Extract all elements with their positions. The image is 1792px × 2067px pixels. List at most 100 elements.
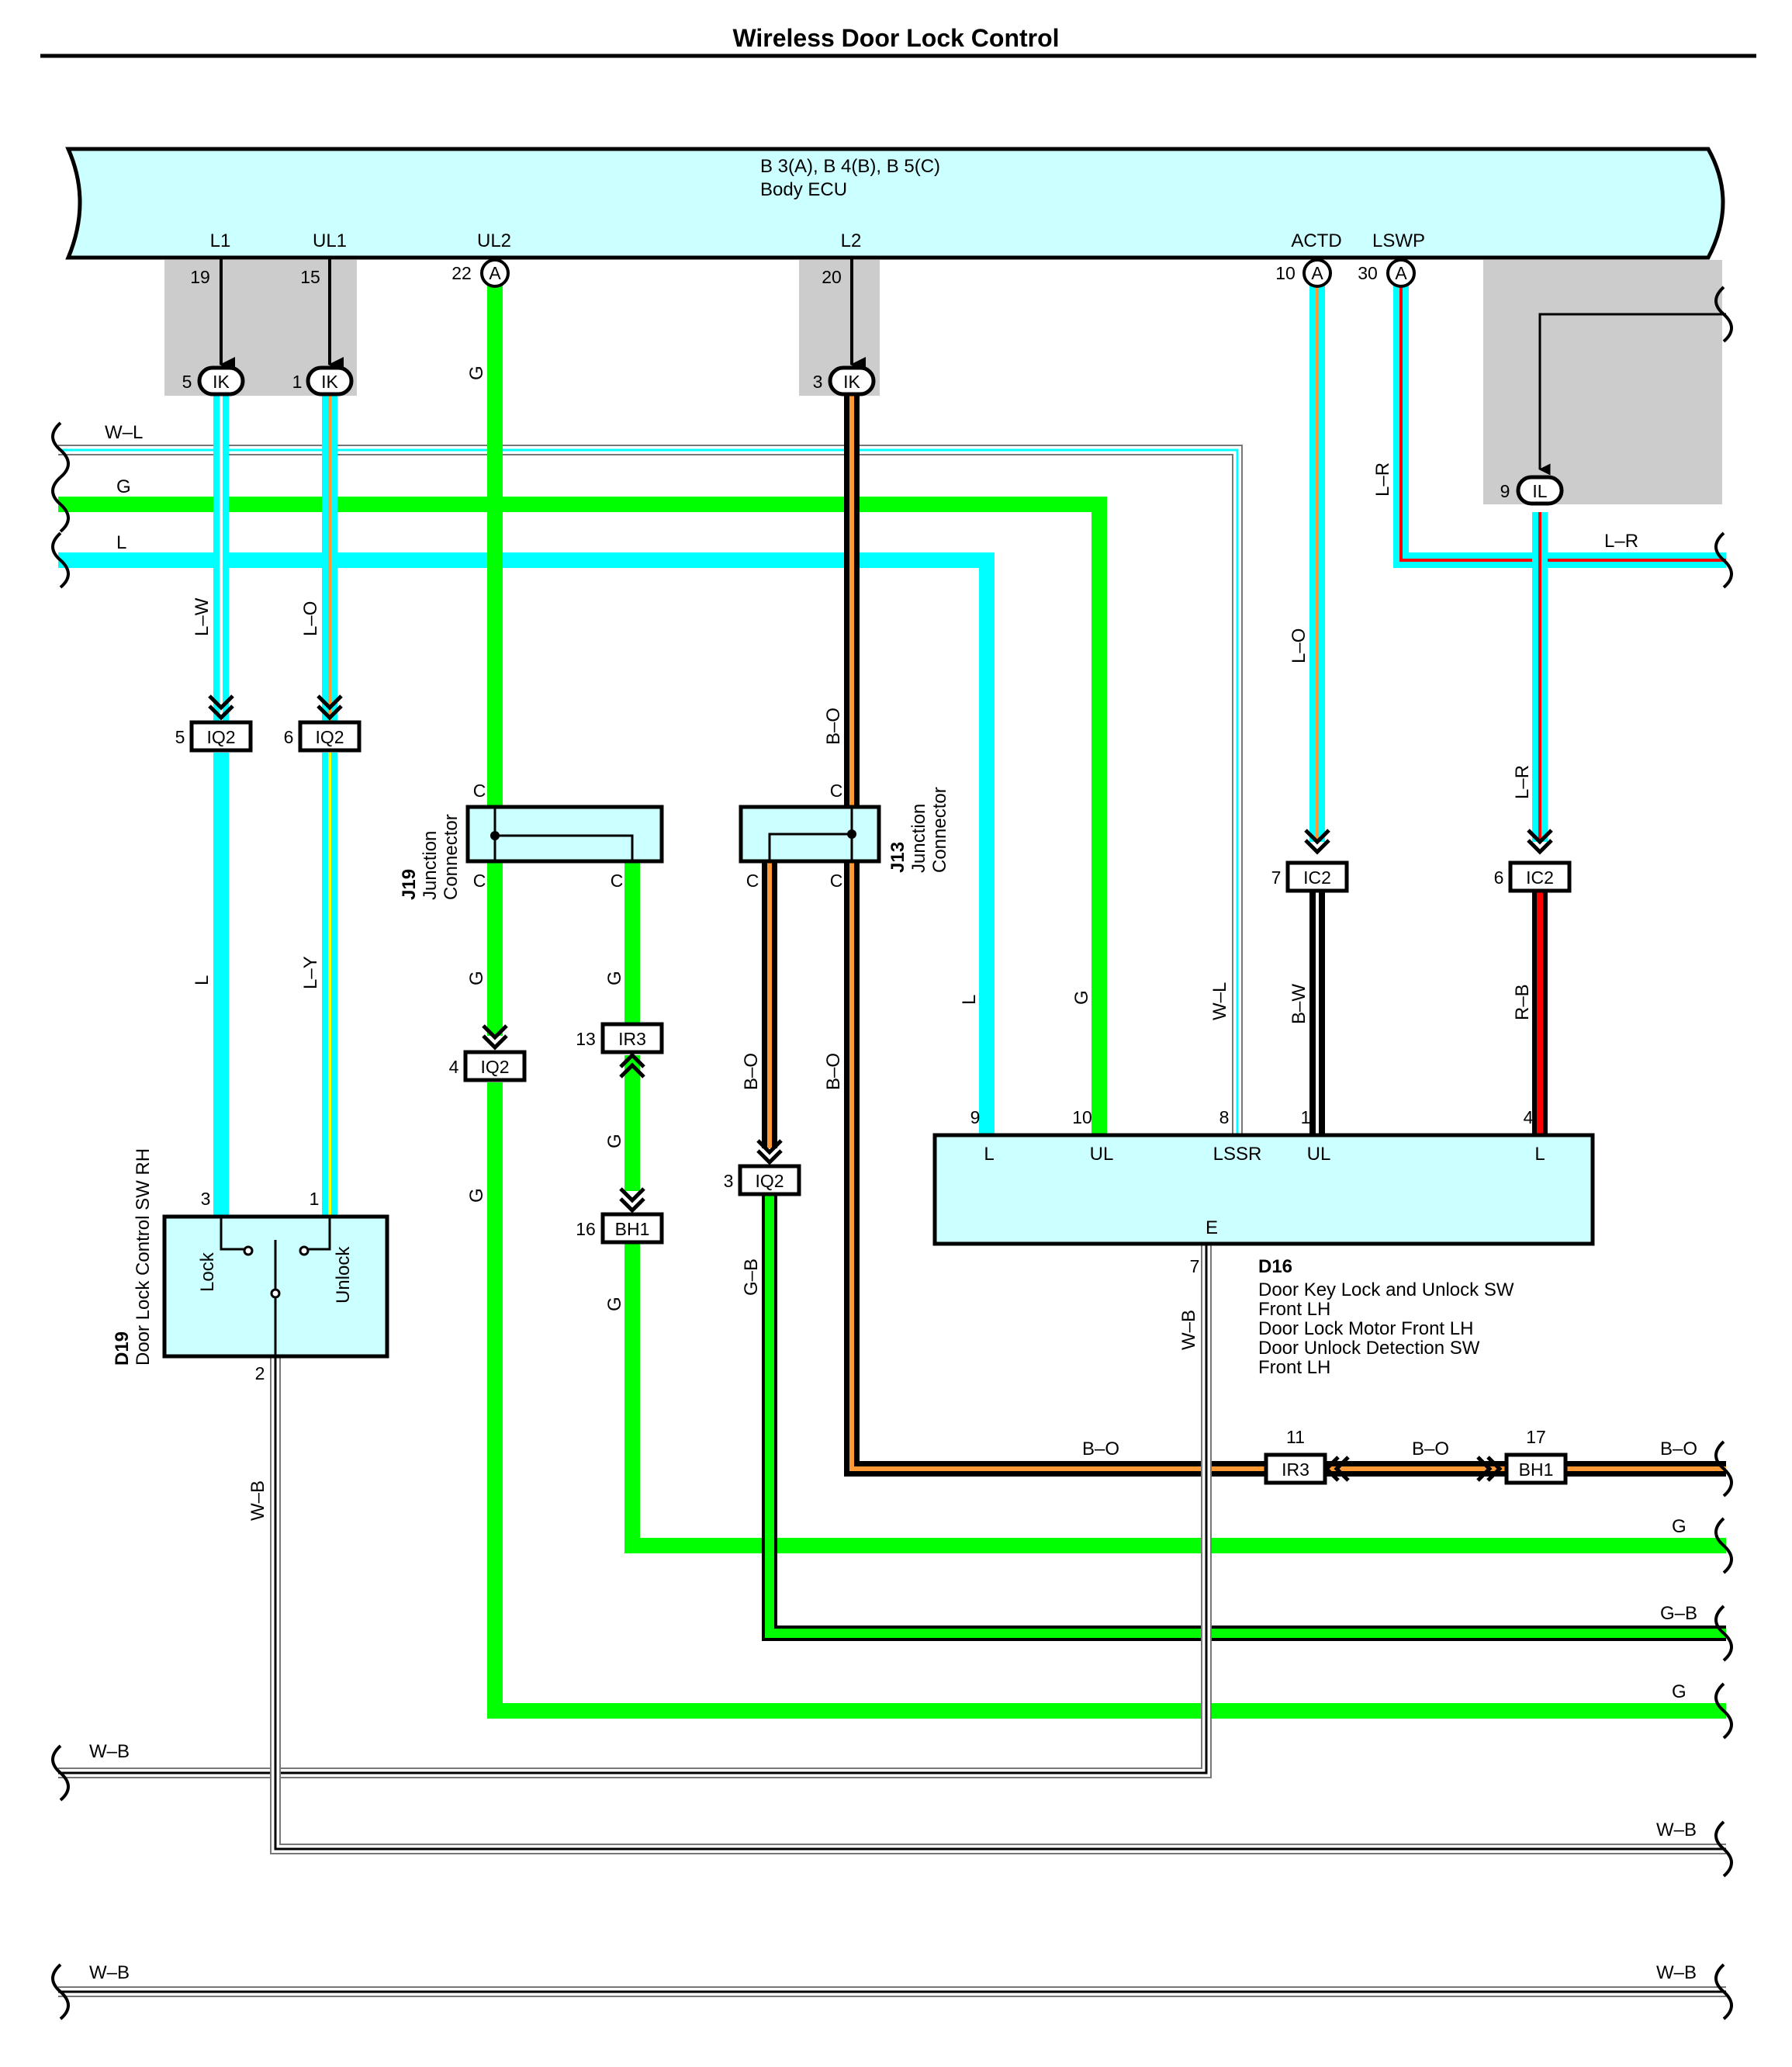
ecu-pin-num-20: 20 xyxy=(822,267,842,287)
ik-connector-2-label: IK xyxy=(321,372,338,392)
ik-connector-1-pin: 5 xyxy=(182,372,192,392)
ecu-pin-numbers: 19 15 22 20 10 30 xyxy=(190,263,1378,287)
d16-component: 9 10 8 1 4 L UL LSSR UL L E 7 D16 Door K… xyxy=(932,1107,1595,1378)
ir3-connector-13-label: IR3 xyxy=(618,1029,646,1049)
label-w-l-d16: W–L xyxy=(1209,982,1230,1020)
wire-labels-horizontal: W–L G L L–R B–O B–O B–O G G–B G W–B W–B … xyxy=(89,422,1697,1983)
d16-pin-1: 1 xyxy=(1301,1107,1311,1127)
d16-code: D16 xyxy=(1258,1256,1292,1277)
body-ecu-box xyxy=(65,147,1725,260)
chevron-ir3-13 xyxy=(619,1052,645,1079)
ir3-connector-11-pin: 11 xyxy=(1286,1427,1305,1447)
d16-box xyxy=(932,1133,1595,1246)
bh1-connector-17-label: BH1 xyxy=(1519,1459,1554,1480)
ir3-connector-11 xyxy=(1264,1452,1327,1485)
j19-pin-c-right: C xyxy=(611,871,624,891)
j19-box xyxy=(465,805,664,864)
ecu-name: Body ECU xyxy=(760,179,847,200)
d19-unlock-label: Unlock xyxy=(333,1246,354,1304)
ecu-pin-name-ul2: UL2 xyxy=(477,230,511,251)
d19-switch: Lock Unlock 3 1 2 D19 Door Lock Control … xyxy=(112,1148,389,1383)
wire-g-bus xyxy=(58,497,1107,1135)
label-w-l: W–L xyxy=(105,422,143,443)
iq2-connector-4 xyxy=(463,1050,527,1082)
bh1-connector-16-label: BH1 xyxy=(615,1219,650,1239)
label-l-d19: L xyxy=(192,975,213,985)
ecu-conn-a-lswp-label: A xyxy=(1395,263,1407,283)
label-g-bus: G xyxy=(116,476,131,497)
d16-desc-4: Door Unlock Detection SW xyxy=(1258,1338,1480,1359)
label-g-right-1: G xyxy=(1672,1516,1686,1537)
iq2-connector-5-label: IQ2 xyxy=(206,727,235,747)
d19-name: Door Lock Control SW RH xyxy=(133,1148,154,1366)
j13-code: J13 xyxy=(887,842,908,873)
ecu-pin-name-lswp: LSWP xyxy=(1372,230,1425,251)
label-b-o-l2: B–O xyxy=(823,708,844,745)
chevron-iq2-5 xyxy=(208,694,234,721)
j19-name-1: Junction xyxy=(420,831,441,900)
j13-pin-c-left: C xyxy=(746,871,759,891)
chevron-iq2-4 xyxy=(482,1024,508,1051)
label-b-o-3: B–O xyxy=(1660,1439,1697,1459)
label-l-o-actd: L–O xyxy=(1289,628,1309,663)
label-l-d16: L xyxy=(959,995,980,1005)
iq2-connector-3 xyxy=(738,1164,801,1196)
ik-connector-3 xyxy=(828,365,876,396)
label-w-b-left-2: W–B xyxy=(89,1962,130,1983)
ik-connector-2 xyxy=(306,365,354,396)
ecu-pin-name-l1: L1 xyxy=(210,230,231,251)
d16-pin-name-lssr: LSSR xyxy=(1213,1144,1262,1165)
iq2-connector-4-pin: 4 xyxy=(449,1057,459,1077)
d16-pin-8: 8 xyxy=(1219,1107,1230,1127)
ir3-connector-11-label: IR3 xyxy=(1282,1459,1309,1480)
label-l-r-right: L–R xyxy=(1604,531,1638,552)
wire-l-bus xyxy=(58,552,995,1135)
label-g-b-right: G–B xyxy=(1660,1603,1697,1624)
ik-connector-1 xyxy=(197,365,245,396)
d16-desc-5: Front LH xyxy=(1258,1357,1330,1378)
label-w-b-d16: W–B xyxy=(1178,1310,1199,1350)
d19-lock-label: Lock xyxy=(197,1252,218,1292)
iq2-connector-4-label: IQ2 xyxy=(480,1057,509,1077)
d16-pin-name-ul-1: UL xyxy=(1307,1144,1331,1165)
d16-desc-1: Door Key Lock and Unlock SW xyxy=(1258,1279,1514,1300)
d16-pin-9: 9 xyxy=(970,1107,981,1127)
ecu-pin-num-19: 19 xyxy=(190,267,210,287)
ik-connector-3-label: IK xyxy=(843,372,860,392)
ecu-pin-num-22: 22 xyxy=(451,263,472,283)
j19-code: J19 xyxy=(399,869,420,900)
wire-labels-vertical: L–W L–O L L–Y G G G G G G B–O B–O B–O G–… xyxy=(192,365,1533,1521)
chevron-iq2-6 xyxy=(317,694,343,721)
label-g-ir3-bh1: G xyxy=(604,1134,625,1148)
j13-pin-c-right: C xyxy=(830,871,843,891)
j19-name-2: Connector xyxy=(441,814,462,900)
j19-pin-c-left: C xyxy=(473,871,486,891)
ecu-conn-a-ul2 xyxy=(480,258,510,288)
chevron-bh1-16 xyxy=(619,1187,645,1214)
chevron-iq2-3 xyxy=(756,1139,783,1165)
label-l-w: L–W xyxy=(192,597,213,636)
chevrons xyxy=(208,694,1553,1482)
ic2-connector-6-pin: 6 xyxy=(1494,867,1504,888)
wire-break-marks xyxy=(51,286,1733,2020)
j13-name-1: Junction xyxy=(908,804,929,873)
wires xyxy=(58,258,1726,1997)
ik-connector-1-label: IK xyxy=(213,372,230,392)
ecu-pin-num-30: 30 xyxy=(1358,263,1378,283)
j13-name-2: Connector xyxy=(929,787,950,873)
ecu-pin-num-15: 15 xyxy=(300,267,320,287)
d16-pin-name-l-right: L xyxy=(1534,1144,1545,1165)
shaded-regions xyxy=(164,260,1722,504)
j19-junction: C C C J19 Junction Connector xyxy=(399,781,664,900)
iq2-connector-3-label: IQ2 xyxy=(755,1171,784,1191)
label-b-o-1: B–O xyxy=(1082,1439,1119,1459)
ik-connector-2-pin: 1 xyxy=(292,372,303,392)
d16-pin-10: 10 xyxy=(1072,1107,1092,1127)
label-g-d16: G xyxy=(1071,990,1092,1005)
j13-dot xyxy=(847,829,856,839)
ic2-connector-7-pin: 7 xyxy=(1271,867,1282,888)
d19-code: D19 xyxy=(112,1331,133,1366)
d16-pin-name-ul-10: UL xyxy=(1090,1144,1114,1165)
ecu-conn-a-actd-label: A xyxy=(1311,263,1323,283)
